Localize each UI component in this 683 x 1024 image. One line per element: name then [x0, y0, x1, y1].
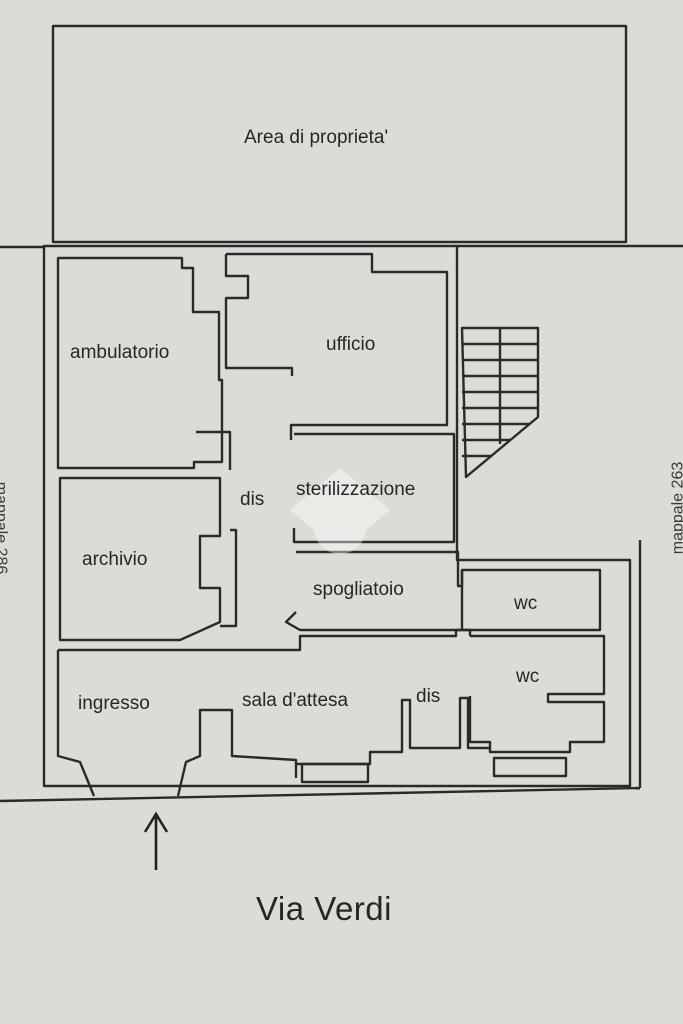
ufficio-left-wall [224, 254, 294, 376]
room-label-wc-lower: wc [516, 666, 540, 687]
room-label-dis-lower: dis [416, 686, 441, 707]
ufficio-walls [226, 252, 449, 440]
room-label-sterilizzazione: sterilizzazione [296, 479, 416, 500]
staircase-outline [460, 326, 540, 479]
spogliatoio-walls [284, 550, 602, 632]
side-label-left: mappale 286 [0, 481, 10, 575]
sala-attesa-walls [296, 696, 490, 766]
room-label-sala-attesa: sala d'attesa [242, 690, 349, 711]
ingresso-right-jamb [176, 708, 298, 797]
ingresso-walls [56, 650, 96, 797]
room-label-archivio: archivio [82, 549, 148, 570]
room-label-ufficio: ufficio [326, 334, 376, 355]
street-frontage-line [0, 786, 641, 803]
property-area-outline [51, 24, 628, 244]
side-label-right: mappale 263 [669, 461, 683, 555]
front-window-right [492, 756, 568, 778]
ambulatorio-walls [56, 256, 224, 470]
watermark-logo [290, 468, 390, 554]
archivio-walls [58, 476, 222, 642]
wc-lower-walls [468, 634, 606, 754]
room-label-spogliatoio: spogliatoio [313, 579, 404, 600]
archivio-jamb [220, 528, 238, 628]
room-label-wc-upper: wc [514, 593, 538, 614]
sterilizzazione-walls [292, 432, 456, 544]
property-area-label: Area di proprieta' [244, 127, 389, 148]
ambulatorio-jamb [196, 430, 232, 470]
room-label-ingresso: ingresso [78, 693, 150, 714]
room-label-ambulatorio: ambulatorio [70, 342, 170, 363]
staircase-treads [462, 328, 538, 458]
front-window-left [300, 762, 370, 784]
street-name-label: Via Verdi [256, 890, 392, 927]
corridor-dividing-wall [58, 628, 472, 652]
entrance-arrow [143, 811, 169, 870]
room-label-dis-central: dis [240, 489, 265, 510]
